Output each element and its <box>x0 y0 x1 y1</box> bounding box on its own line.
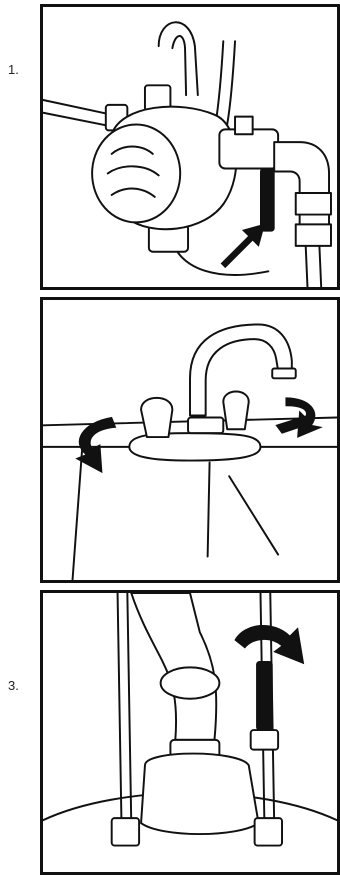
step-3-number: 3. <box>8 678 19 693</box>
step-1-illustration <box>40 4 340 290</box>
faucet-handles-turn-icon <box>43 300 337 580</box>
step-2-illustration <box>40 297 340 583</box>
water-heater-valve-turn-icon <box>43 593 337 872</box>
step-1-number: 1. <box>8 62 19 77</box>
step-3-illustration <box>40 590 340 875</box>
pump-valve-arrow-icon <box>43 7 337 287</box>
